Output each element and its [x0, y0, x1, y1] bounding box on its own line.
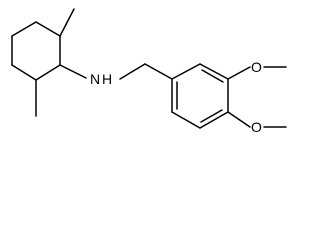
nitrogen-to-methylene-bond: [119, 63, 146, 80]
aryl-to-oxygen-bottom-bond: [227, 111, 251, 128]
aromatic-bond: [171, 111, 201, 129]
molecule-structure-drawing: N H O O: [11, 8, 287, 135]
nitrogen-label: N: [90, 71, 100, 87]
ring-to-nitrogen-bond: [59, 64, 87, 79]
cyclohexane-ring: [11, 21, 61, 81]
aromatic-bond: [199, 111, 229, 129]
benzene-ring: [171, 63, 229, 129]
aromatic-double-bond: [200, 109, 223, 123]
aromatic-bond: [199, 63, 229, 80]
aromatic-double-bond: [201, 69, 224, 83]
methyl-bond-top: [59, 8, 75, 37]
ring-bond: [11, 64, 37, 81]
ring-bond: [11, 21, 37, 37]
oxygen-label-top: O: [251, 59, 262, 75]
methylene-to-aryl-bond: [144, 63, 173, 80]
oxygen-label-bottom: O: [251, 119, 262, 135]
aromatic-bond: [171, 63, 201, 80]
ring-bond: [35, 64, 61, 81]
hydrogen-label: H: [102, 71, 112, 87]
aryl-to-oxygen-top-bond: [227, 66, 251, 80]
ring-bond: [35, 21, 61, 37]
